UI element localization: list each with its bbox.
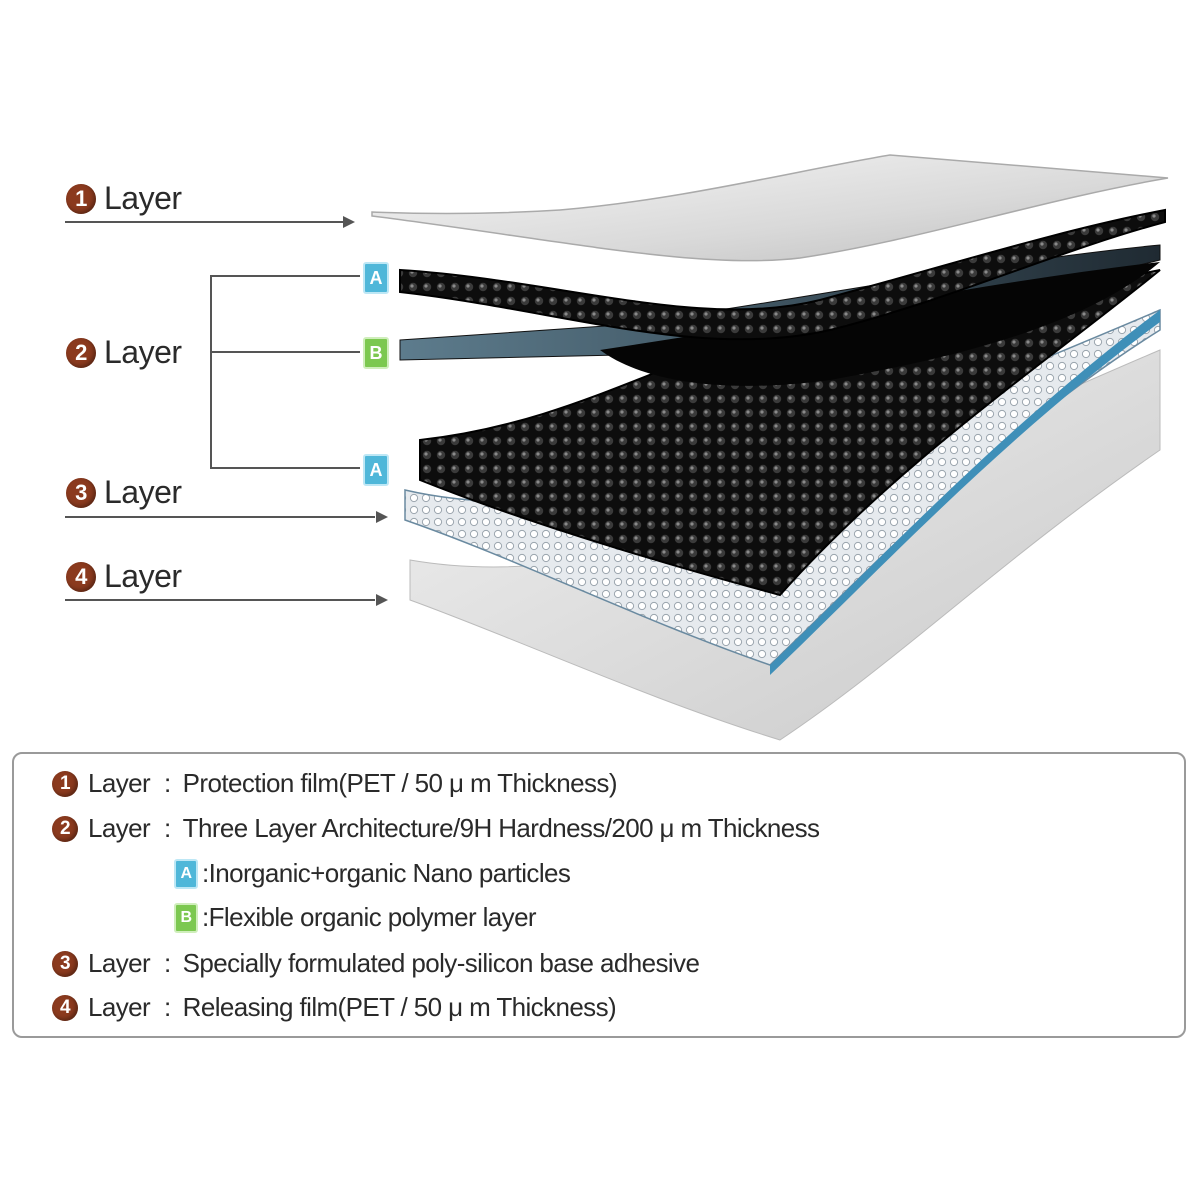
sublayer-tag-b: B [174, 902, 198, 933]
legend-row-text: :Inorganic+organic Nano particles [202, 858, 571, 888]
sublayer-tag-b: B [363, 337, 389, 369]
callout-label: Layer [104, 474, 182, 510]
sublayer-tag-a-lower: A [363, 454, 389, 486]
layer-number-badge: 1 [66, 183, 96, 214]
legend-row-layer-3: 3 Layer : Specially formulated poly-sili… [52, 948, 700, 979]
layer-diagram: 1 Layer 2 Layer 3 Layer 4 Layer A B A [65, 154, 1169, 741]
callout-arrows [65, 216, 388, 606]
callout-label: Layer [104, 334, 182, 370]
legend-row-text: Protection film(PET / 50 μ m Thickness) [182, 768, 618, 798]
layer-number-badge: 4 [52, 994, 78, 1021]
callout-label: Layer [104, 558, 182, 594]
adhesive-edge-shape [770, 310, 1160, 675]
callout-layer-4: 4 Layer [66, 558, 182, 595]
legend-row-sublayer-a: A :Inorganic+organic Nano particles [174, 858, 571, 889]
legend-row-word: Layer [88, 992, 151, 1022]
legend-row-layer-2: 2 Layer : Three Layer Architecture/9H Ha… [52, 813, 820, 844]
polymer-layer-body-shape [600, 262, 1160, 386]
protection-film-shape [371, 154, 1169, 262]
callout-layer-1: 1 Layer [66, 180, 182, 217]
sublayer-tag-a-upper: A [363, 262, 389, 294]
legend-row-sublayer-b: B :Flexible organic polymer layer [174, 902, 537, 933]
layer-number-badge: 2 [66, 337, 96, 368]
legend-row-layer-1: 1 Layer : Protection film(PET / 50 μ m T… [52, 768, 617, 799]
legend-row-separator: : [164, 813, 171, 843]
layer-number-badge: 3 [52, 950, 78, 977]
layer-number-badge: 2 [52, 815, 78, 842]
legend-row-separator: : [164, 948, 171, 978]
legend-row-text: Three Layer Architecture/9H Hardness/200… [182, 813, 820, 843]
layer-stack-illustration [65, 154, 1169, 741]
callout-layer-3: 3 Layer [66, 474, 182, 511]
layer-number-badge: 4 [66, 561, 96, 592]
sublayer-tag-a: A [174, 858, 198, 889]
legend-row-text: Specially formulated poly-silicon base a… [182, 948, 700, 978]
layer-number-badge: 3 [66, 477, 96, 508]
legend-row-separator: : [164, 768, 171, 798]
legend-row-text: :Flexible organic polymer layer [202, 902, 537, 932]
legend-row-layer-4: 4 Layer : Releasing film(PET / 50 μ m Th… [52, 992, 617, 1023]
legend-row-word: Layer [88, 813, 151, 843]
layer-number-badge: 1 [52, 770, 78, 797]
legend-row-word: Layer [88, 768, 151, 798]
legend-box: 1 Layer : Protection film(PET / 50 μ m T… [12, 752, 1186, 1038]
nano-particle-layer-upper-shape [399, 208, 1166, 341]
legend-row-separator: : [164, 992, 171, 1022]
callout-label: Layer [104, 180, 182, 216]
legend-row-text: Releasing film(PET / 50 μ m Thickness) [182, 992, 617, 1022]
callout-layer-2: 2 Layer [66, 334, 182, 371]
legend-row-word: Layer [88, 948, 151, 978]
